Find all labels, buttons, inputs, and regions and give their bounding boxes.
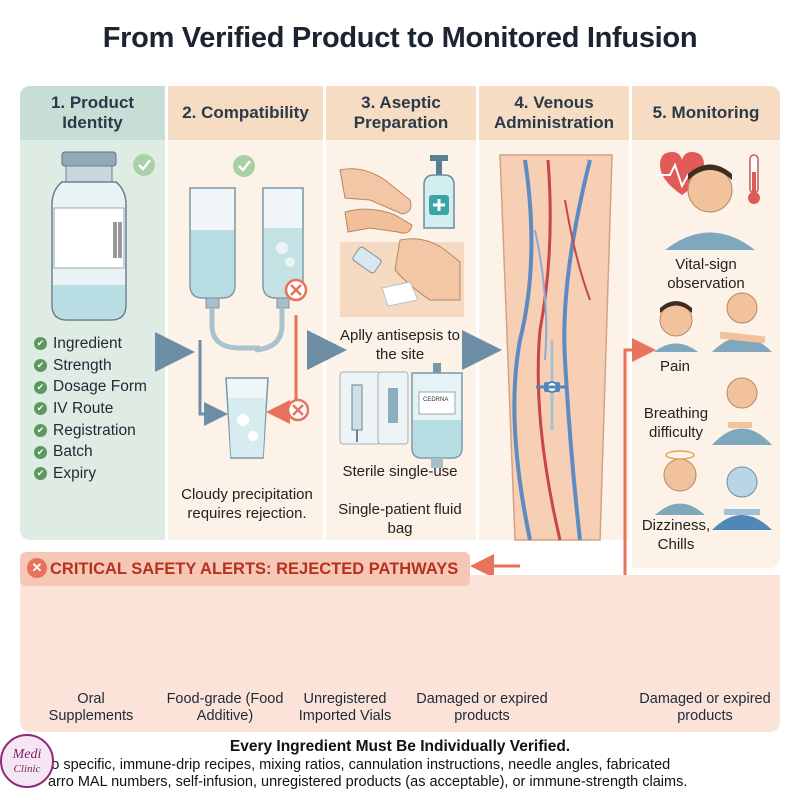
breathing-caption: Breathing difficulty [643, 405, 709, 441]
iv-cannula-icon [536, 340, 568, 430]
sanitizer-bottle-icon [423, 155, 455, 229]
patient-dizzy-icon [655, 450, 772, 530]
checklist-item: ✔Batch [34, 441, 169, 463]
patient-pain-icon [654, 292, 772, 352]
checklist-item: ✔Registration [34, 420, 169, 442]
antisepsis-icon [340, 238, 464, 317]
footer-line: lo specific, immune-drip recipes, mixing… [48, 757, 671, 773]
check-badge-icon [133, 154, 155, 176]
check-icon: ✔ [34, 359, 47, 373]
patient-breathing-icon [712, 377, 772, 445]
alert-item-label: Damaged or expired products [639, 691, 771, 724]
patient-calm-icon [665, 164, 755, 250]
step-5-header: 5. Monitoring [632, 86, 780, 140]
antisepsis-caption: Aplly antisepsis to the site [339, 327, 461, 363]
rejected-pathways-panel [20, 575, 780, 732]
check-icon: ✔ [34, 337, 47, 351]
footer-headline: Every Ingredient Must Be Individually Ve… [229, 738, 571, 755]
step-2-header: 2. Compatibility [168, 86, 323, 140]
step-4-header: 4. Venous Administration [479, 86, 629, 140]
footer-line: arro MAL numbers, self-infusion, unregis… [48, 774, 688, 790]
fluid-bag-icon: CEDRNA [411, 363, 463, 468]
alert-item-label: Unregistered Imported Vials [298, 691, 392, 724]
checklist-item: ✔Expiry [34, 463, 169, 485]
reject-icon [286, 398, 310, 422]
pain-caption: Pain [659, 358, 691, 375]
syringe-pack-icon [339, 371, 409, 445]
thermometer-icon [748, 154, 760, 204]
page-title: From Verified Product to Monitored Infus… [102, 22, 698, 54]
check-icon: ✔ [34, 424, 47, 438]
medi-clinic-logo: Medi Clinic [0, 734, 54, 788]
identity-checklist: ✔Ingredient ✔Strength ✔Dosage Form ✔IV R… [34, 333, 169, 485]
alert-banner [20, 552, 470, 586]
cloudy-glass-icon [225, 377, 269, 459]
checklist-item: ✔IV Route [34, 398, 169, 420]
svg-text:Clinic: Clinic [14, 763, 41, 775]
iv-bag-clear-icon [189, 187, 236, 309]
checklist-item: ✔Dosage Form [34, 376, 169, 398]
iv-bag-cloudy-icon [262, 187, 304, 309]
arm-veins-icon [499, 154, 613, 541]
vial-icon [51, 151, 127, 321]
svg-text:Medi: Medi [12, 747, 42, 762]
fluid-bag-caption: Single-patient fluid bag [338, 501, 462, 537]
step-3-header: 3. Aseptic Preparation [326, 86, 476, 140]
check-icon: ✔ [34, 402, 47, 416]
checklist-item: ✔Ingredient [34, 333, 169, 355]
check-icon: ✔ [34, 445, 47, 459]
bag-label: CEDRNA [423, 397, 448, 403]
reject-icon [284, 278, 308, 302]
alert-title: CRITICAL SAFETY ALERTS: REJECTED PATHWAY… [50, 560, 459, 578]
alert-item-label: Damaged or expired products [416, 691, 548, 724]
checklist-item: ✔Strength [34, 355, 169, 377]
check-icon: ✔ [34, 380, 47, 394]
compatibility-caption: Cloudy precipitation requires rejection. [181, 486, 313, 522]
sterile-caption: Sterile single-use [342, 463, 458, 480]
footer-disclaimer: lo specific, immune-drip recipes, mixing… [48, 757, 788, 791]
step-1-header: 1. Product Identity [20, 86, 165, 140]
check-badge-icon [233, 155, 255, 177]
alert-item-label: Oral Supplements [48, 691, 134, 724]
dizziness-caption: Dizziness, Chills [641, 517, 711, 553]
alert-item-label: Food-grade (Food Additive) [166, 691, 284, 724]
check-icon: ✔ [34, 467, 47, 481]
alert-x-icon: ✕ [27, 558, 47, 578]
vital-caption: Vital-sign observation [667, 256, 745, 292]
hand-washing-icon [339, 168, 413, 234]
